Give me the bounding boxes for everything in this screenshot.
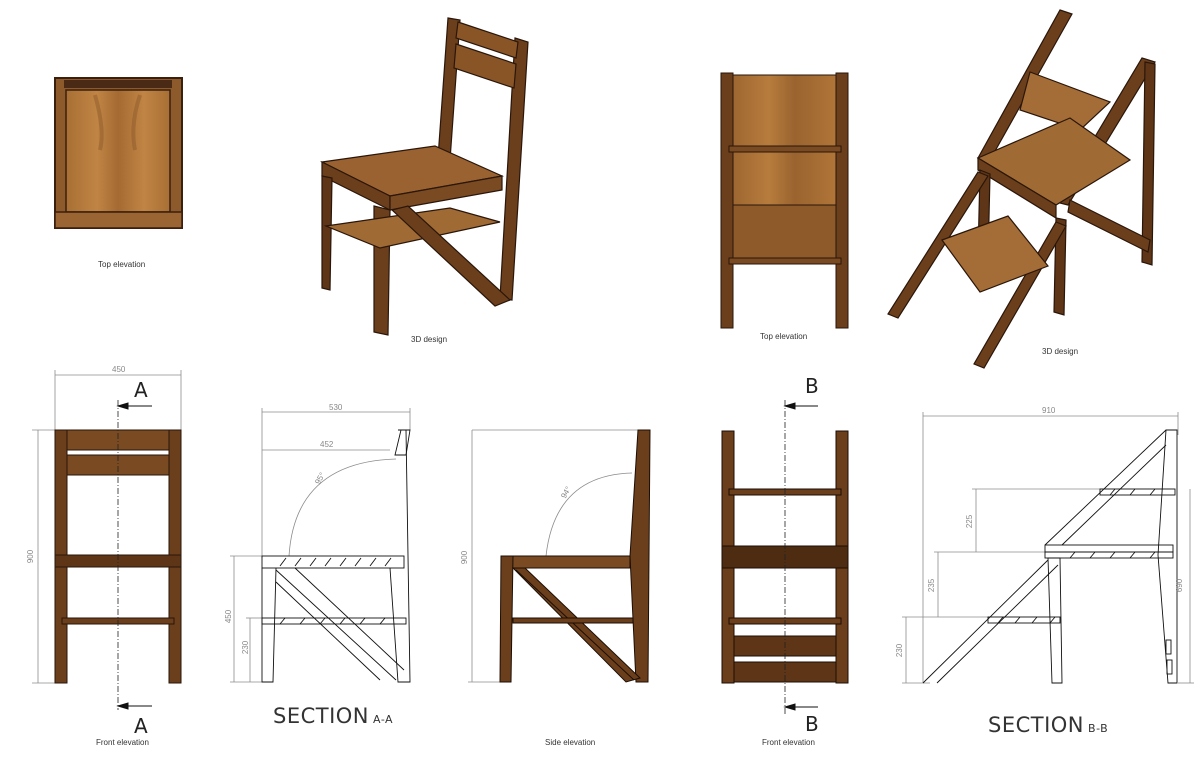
dim-bb-overall: 910 [1042,406,1056,415]
cut-label-b-top: B [805,374,819,398]
front-elevation-ladder-drawing [721,400,849,715]
dim-front-width: 450 [112,365,126,374]
section-bb-title-main: SECTION [988,713,1085,737]
side-elevation-chair-view: 900 94° Side elevation [450,410,670,760]
dim-side-height: 900 [460,550,470,565]
front-elevation-chair-view: 450 900 A A Front elevation [20,360,220,760]
caption-front-elevation-ladder: Front elevation [762,738,815,747]
top-elevation-ladder-view: Top elevation [700,60,880,350]
top-elevation-chair-drawing [54,77,183,229]
section-bb-drawing [902,412,1194,684]
side-elevation-chair-drawing [468,429,651,683]
dim-aa-rung-height: 230 [241,640,251,655]
dim-front-height: 900 [26,549,36,564]
dim-bb-step3: 225 [965,514,975,529]
front-elevation-ladder-view: B B Front elevation [700,370,880,760]
dim-bb-step2: 235 [927,578,937,593]
front-elevation-chair-drawing [32,370,182,710]
section-bb-title-suffix: B-B [1088,722,1109,735]
section-aa-title-suffix: A-A [373,713,394,726]
caption-top-elevation-ladder: Top elevation [760,332,808,341]
caption-3d-design-ladder: 3D design [1042,347,1079,356]
cut-label-a-top: A [134,378,148,402]
dim-aa-overall: 530 [329,403,343,412]
caption-top-elevation-chair: Top elevation [98,260,146,269]
dim-aa-seat-depth: 452 [320,440,334,449]
dim-bb-step1: 230 [895,643,905,658]
iso-ladder-drawing [887,9,1156,369]
top-elevation-ladder-drawing [720,72,849,329]
dim-aa-seat-height: 450 [224,609,234,624]
iso-chair-view: 3D design [300,0,550,360]
section-aa-title-main: SECTION [273,704,370,728]
cut-label-b-bottom: B [805,712,819,736]
caption-3d-design-chair: 3D design [411,335,448,344]
top-elevation-chair-view: Top elevation [0,0,240,300]
iso-ladder-view: 3D design [880,0,1200,370]
caption-side-elevation: Side elevation [545,738,596,747]
caption-front-elevation-chair: Front elevation [96,738,149,747]
cut-label-a-bottom: A [134,714,148,738]
dim-bb-total: 690 [1175,578,1185,593]
iso-chair-drawing [320,17,529,336]
section-aa-drawing [230,408,411,683]
